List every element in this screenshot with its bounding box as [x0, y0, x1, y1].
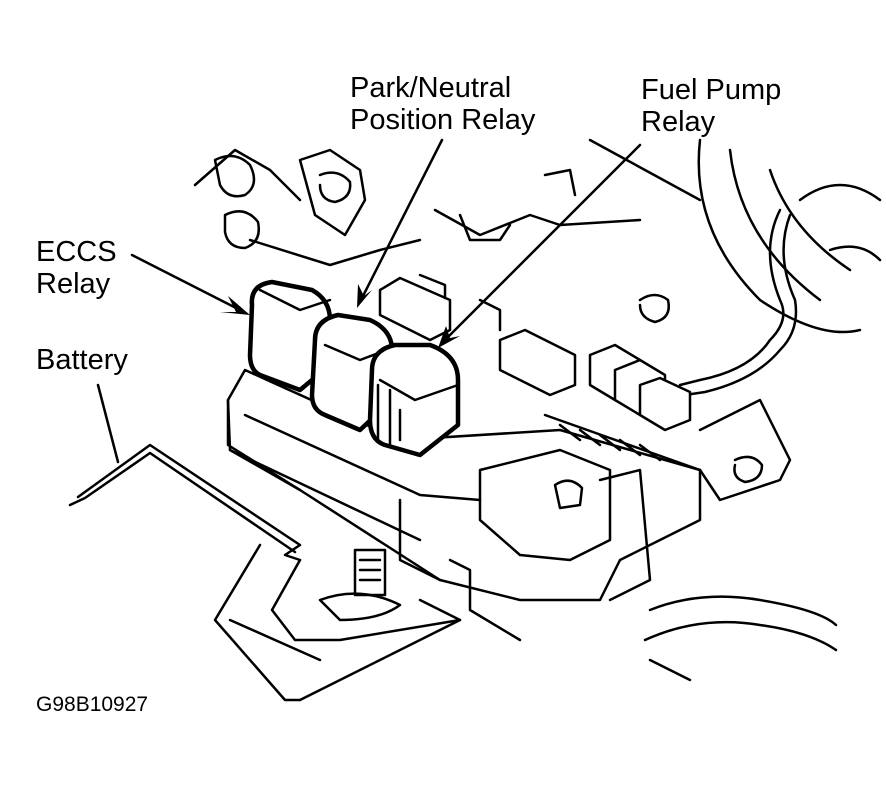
eccs-label-line2: Relay [36, 268, 111, 300]
engine-background [193, 138, 882, 682]
park-neutral-label-line1: Park/Neutral [350, 72, 512, 104]
fuel-pump-label-line1: Fuel Pump [641, 74, 782, 106]
relay-box-body [226, 273, 702, 642]
leader-lines [96, 138, 642, 464]
figure-code: G98B10927 [36, 693, 149, 716]
eccs-label-line1: ECCS [36, 236, 117, 268]
fuel-pump-label-line2: Relay [641, 106, 716, 138]
eccs-arrowhead [220, 296, 250, 315]
park-neutral-label-line2: Position Relay [350, 104, 536, 136]
battery-outline [68, 443, 462, 702]
eccs-relay [247, 279, 333, 393]
battery-label: Battery [36, 344, 128, 376]
park-neutral-arrowhead [357, 284, 372, 308]
fuel-pump-relay [367, 342, 461, 458]
fuel-pump-arrowhead [438, 326, 460, 348]
